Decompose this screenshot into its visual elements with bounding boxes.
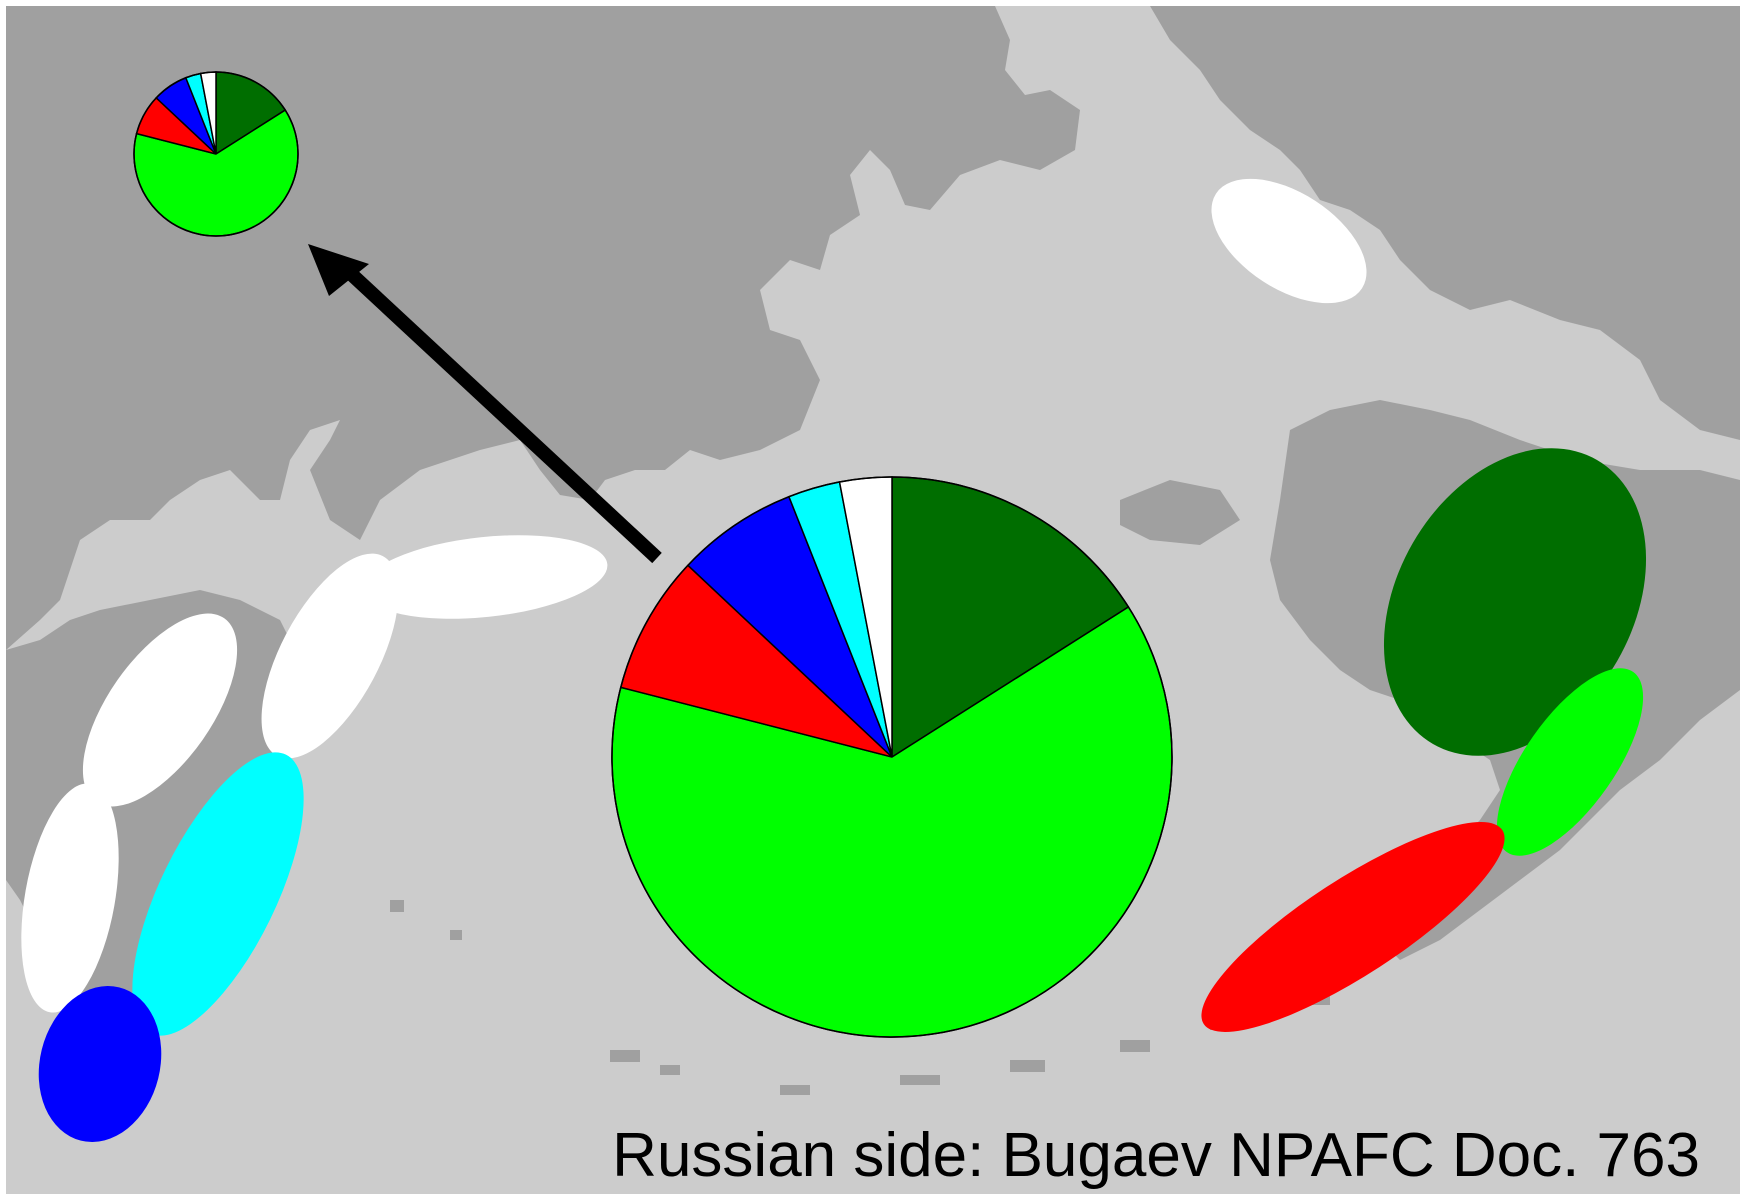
land-aleutian-2: [450, 930, 462, 940]
arrow-head: [308, 244, 369, 296]
red-region: [1201, 822, 1505, 1032]
land-aleutian-7: [1010, 1060, 1045, 1072]
pie-chart-small: [133, 71, 299, 237]
white-region-bering: [362, 535, 608, 619]
white-region-kamchatka-3: [21, 783, 119, 1013]
land-aleutian-1: [390, 900, 404, 912]
arrow-shaft: [343, 265, 662, 564]
pie-chart-large: [611, 476, 1173, 1038]
white-region-kamchatka-2: [82, 613, 238, 807]
source-caption: Russian side: Bugaev NPAFC Doc. 763: [612, 1121, 1700, 1190]
pie-large-outline: [611, 476, 1173, 1038]
cyan-region: [132, 752, 304, 1036]
land-island-north: [1120, 480, 1240, 545]
land-aleutian-4: [660, 1065, 680, 1075]
light-green-region: [1496, 668, 1644, 856]
pie-small-outline: [133, 71, 299, 237]
land-aleutian-8: [1120, 1040, 1150, 1052]
white-region-kamchatka-1: [261, 553, 399, 759]
land-aleutian-3: [610, 1050, 640, 1062]
land-chukotka: [1150, 6, 1740, 440]
blue-region: [38, 985, 162, 1143]
regions: [21, 178, 1647, 1143]
migration-arrow: [308, 244, 662, 564]
dark-green-region: [1383, 448, 1647, 756]
white-region: [1211, 178, 1367, 304]
land-aleutian-5: [780, 1085, 810, 1095]
land-aleutian-6: [900, 1075, 940, 1085]
